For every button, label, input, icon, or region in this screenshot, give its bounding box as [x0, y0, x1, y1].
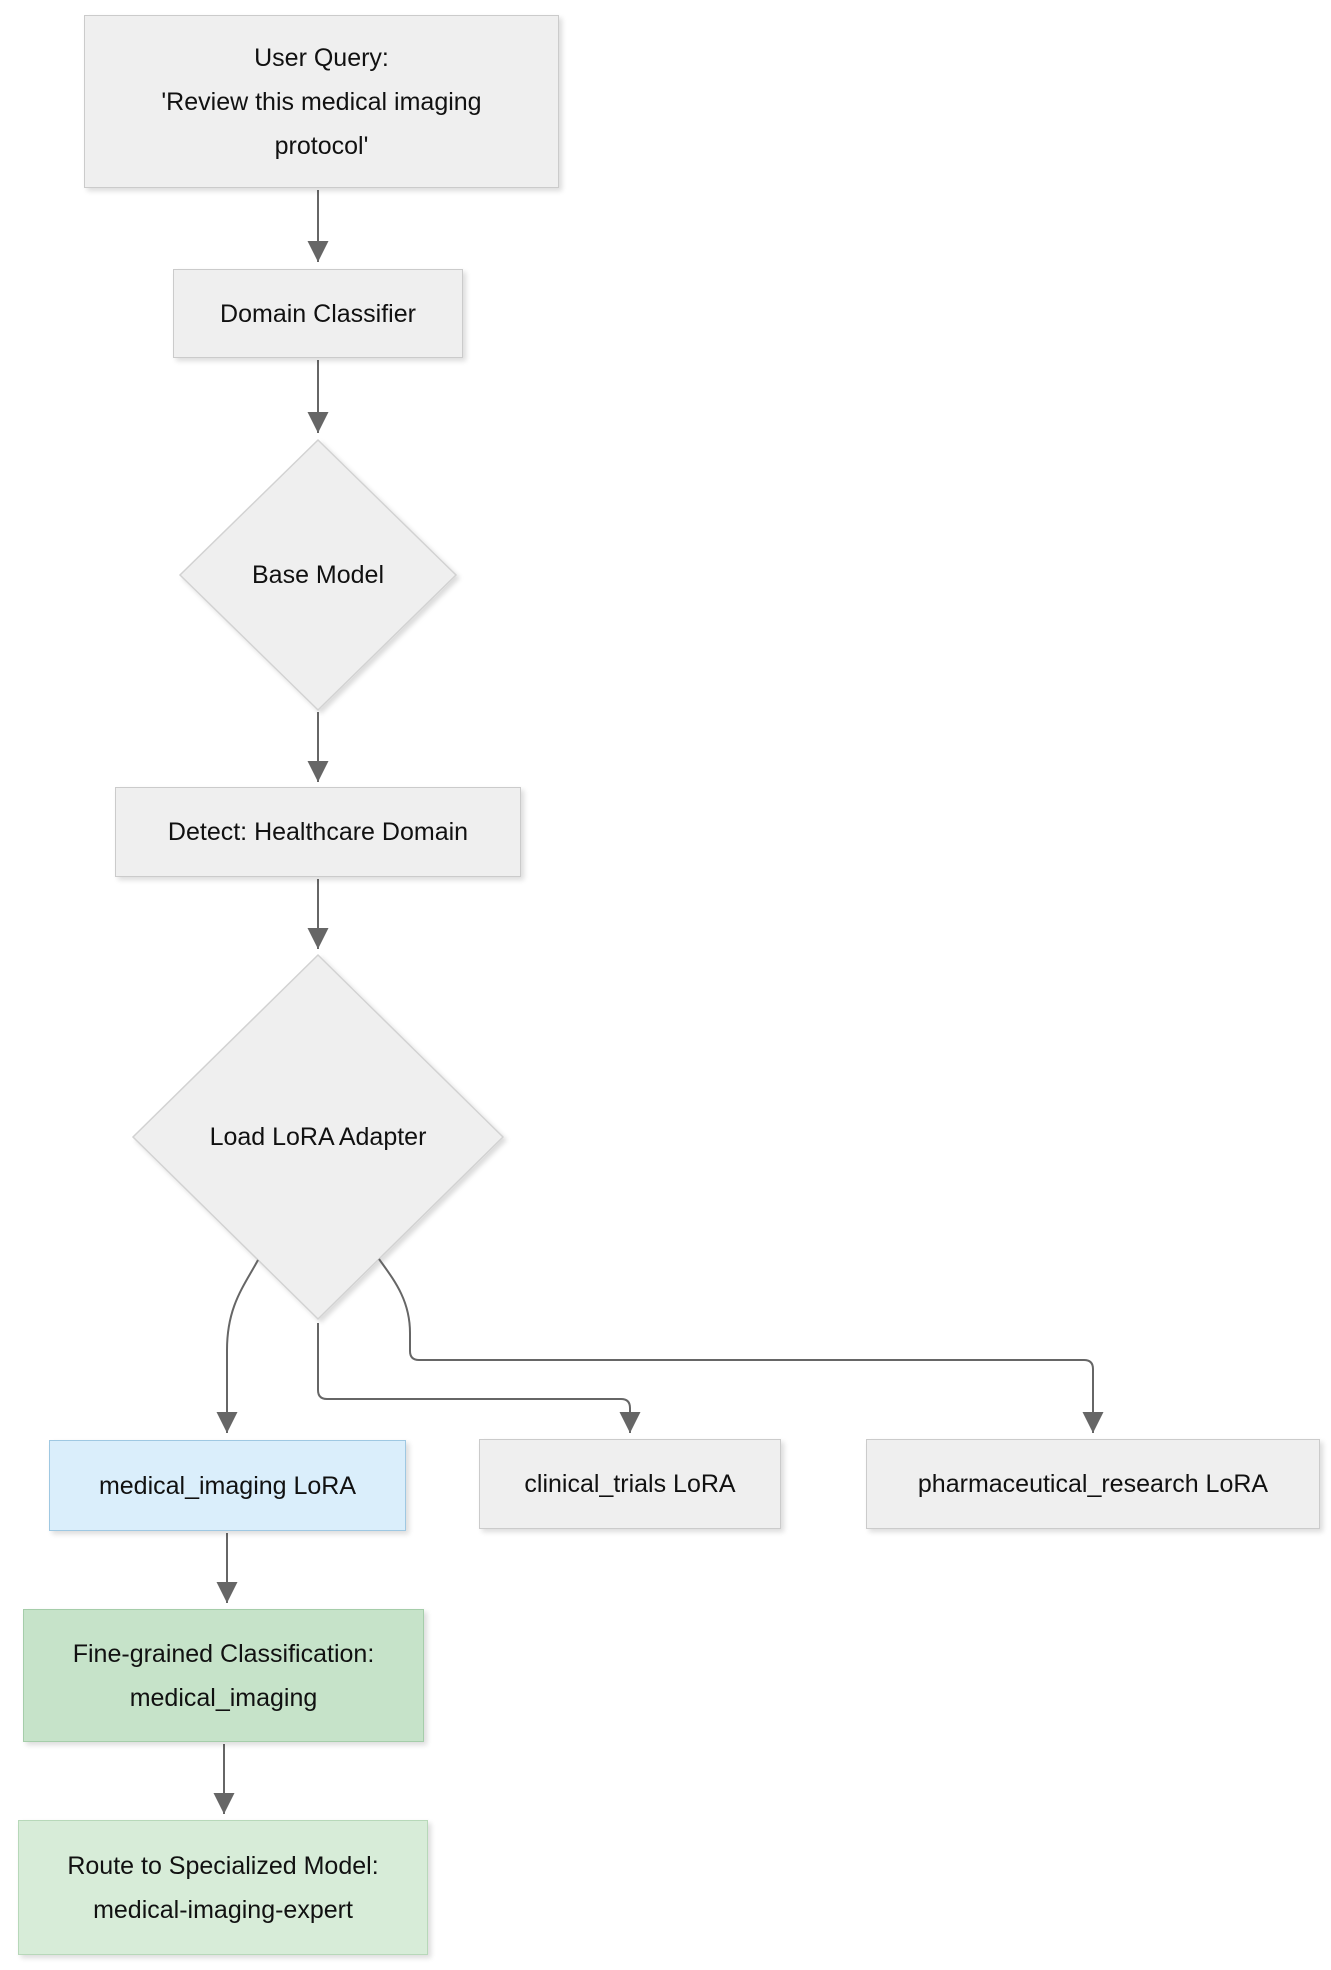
node-base-model-label: Base Model [251, 561, 385, 589]
node-medical-imaging-lora: medical_imaging LoRA [49, 1440, 406, 1531]
node-domain-classifier: Domain Classifier [173, 269, 463, 358]
node-load-lora-adapter-label: Load LoRA Adapter [209, 1123, 427, 1151]
edge-load-lora-to-clinical-trials [317, 1323, 641, 1433]
node-detect-healthcare-domain: Detect: Healthcare Domain [115, 787, 521, 877]
node-fine-grained-classification: Fine-grained Classification: medical_ima… [23, 1609, 424, 1742]
node-pharmaceutical-research-lora: pharmaceutical_research LoRA [866, 1439, 1320, 1529]
node-route-to-specialized-model: Route to Specialized Model: medical-imag… [18, 1820, 428, 1955]
edge-load-lora-to-pharmaceutical [378, 1258, 1104, 1433]
node-clinical-trials-lora: clinical_trials LoRA [479, 1439, 781, 1529]
node-user-query: User Query: 'Review this medical imaging… [84, 15, 559, 188]
edge-load-lora-to-medical-imaging [216, 1259, 259, 1433]
